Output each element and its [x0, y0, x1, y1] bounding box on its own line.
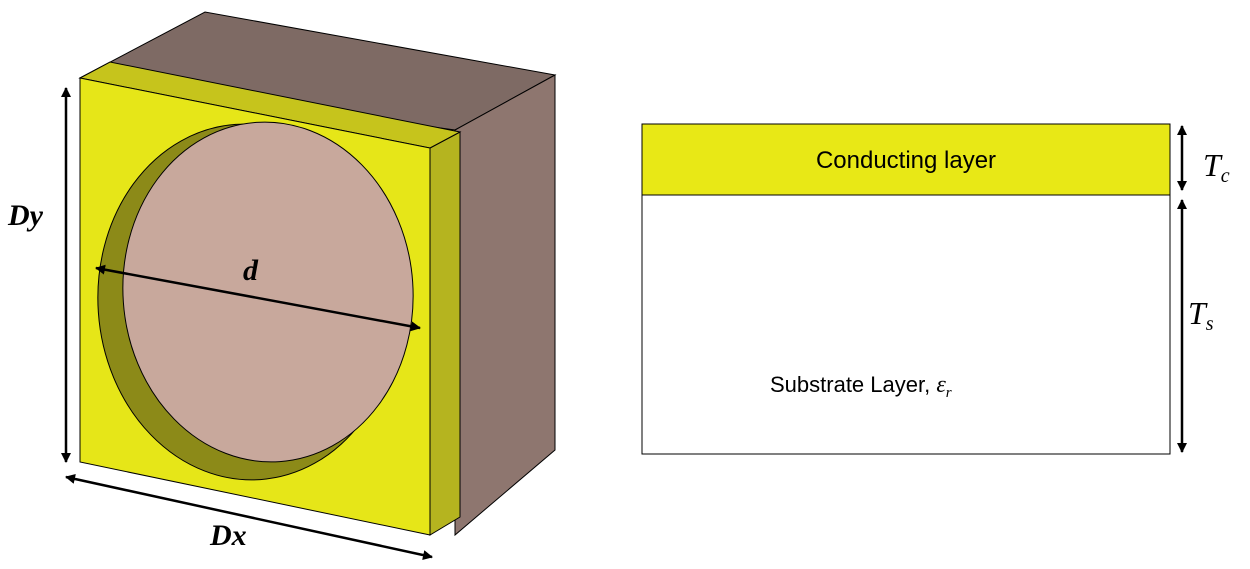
d-label: d	[243, 254, 259, 287]
substrate-layer-label: Substrate Layer, εr	[770, 372, 952, 401]
ts-subscript: s	[1206, 313, 1214, 335]
ts-label: Ts	[1188, 295, 1214, 335]
substrate-layer	[641, 194, 1171, 455]
dx-label: Dx	[209, 519, 247, 552]
conducting-layer	[641, 123, 1171, 196]
unit-cell-3d: Dy Dx d	[7, 11, 557, 560]
conducting-layer-label: Conducting layer	[816, 147, 996, 174]
d-arrow	[95, 264, 421, 332]
dy-label: Dy	[7, 199, 44, 232]
tc-label: Tc	[1203, 147, 1230, 187]
tc-letter: T	[1203, 147, 1223, 183]
conductor-side-face	[429, 131, 461, 536]
ts-letter: T	[1188, 295, 1208, 331]
epsilon-subscript: r	[946, 385, 952, 401]
substrate-label-text: Substrate Layer,	[770, 372, 936, 397]
epsilon-symbol: ε	[936, 372, 946, 398]
substrate-side-face	[454, 74, 556, 537]
dx-arrow	[65, 474, 433, 560]
layer-stack: Conducting layer Substrate Layer, εr Tc …	[641, 123, 1230, 455]
tc-subscript: c	[1221, 165, 1230, 187]
